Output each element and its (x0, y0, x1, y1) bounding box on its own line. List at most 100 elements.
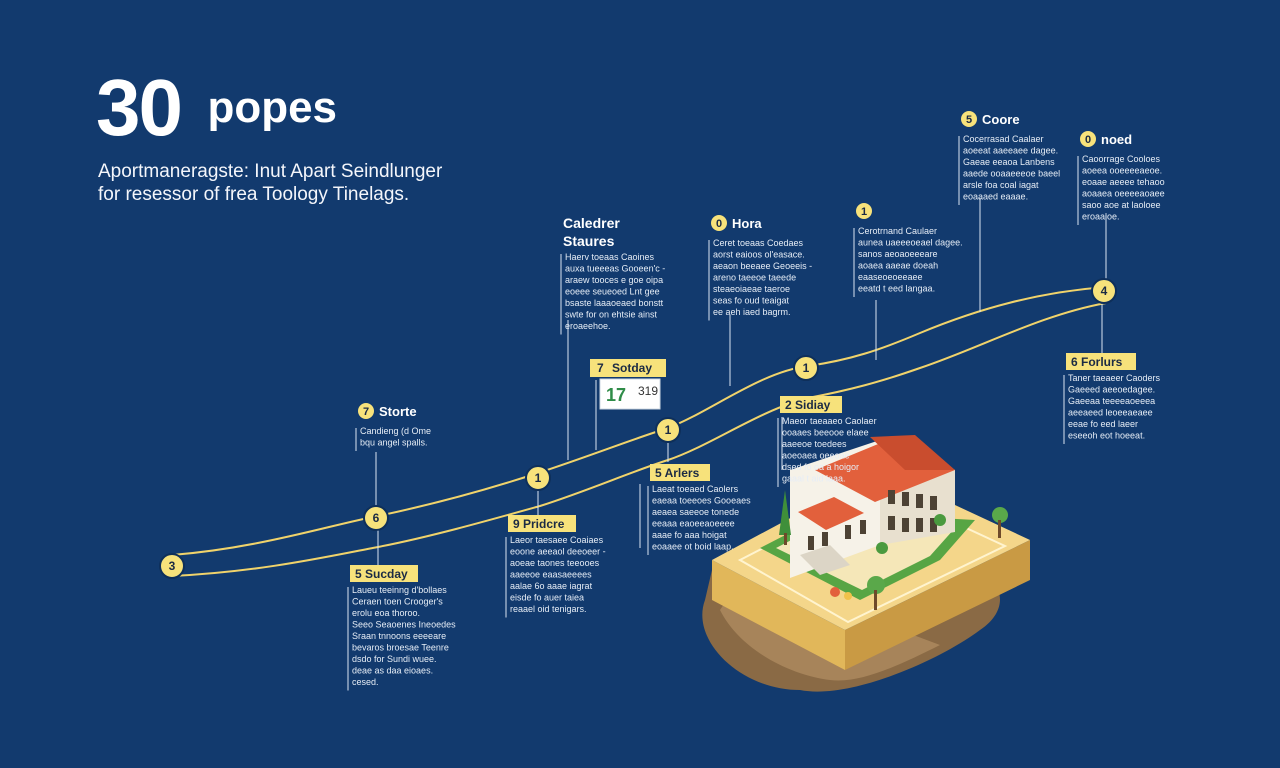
callout-text-line: areno taeeoe taeede (713, 273, 796, 283)
callout-text-line: Gaeeed aeeoedagee. (1068, 385, 1155, 395)
callout-text-line: eroaeehoe. (565, 321, 611, 331)
callout-text-line: eeatd t eed langaa. (858, 284, 935, 294)
callout-text-line: Ceret toeaas Coedaes (713, 238, 804, 248)
callout-badge (1080, 131, 1096, 147)
callout-text-line: Cocerrasad Caalaer (963, 134, 1044, 144)
callout-title: Storte (379, 404, 417, 419)
callout-text-line: dsed fo oa a hoigor (782, 462, 859, 472)
callout-title: 5 Sucday (355, 567, 408, 581)
node-number: 6 (373, 511, 380, 525)
callout-text-line: Gaeae eeaoa Lanbens (963, 157, 1055, 167)
callout-text-line: Laueu teeinng d'bollaes (352, 585, 447, 595)
callout-text-line: Cerotrnand Caulaer (858, 226, 937, 236)
callout-text-line: Maeor taeaaeo Caolaer (782, 416, 877, 426)
callout-text-line: auxa tueeeas Gooeen'c - (565, 264, 665, 274)
callout-text-line: eisde fo auer taiea (510, 593, 584, 603)
callout-badge-number: 0 (716, 218, 722, 230)
callout-title: Caledrer (563, 215, 620, 231)
callout-text-line: aunea uaeeeoeael dagee. (858, 238, 963, 248)
node-circle (655, 417, 681, 443)
callout-text-line: eeae fo eed laeer (1068, 419, 1138, 429)
callout-text-line: eeaaa eaoeeaoeeee (652, 519, 735, 529)
callout-text-line: Gaeeaa teeeeaoeeea (1068, 396, 1155, 406)
timeline-node: 4 (1091, 278, 1117, 304)
callout-label-bg (650, 464, 710, 481)
node-number: 3 (169, 559, 176, 573)
page-title: 30 popes (96, 62, 337, 154)
callout-text-line: aoeoaea oeeoae (782, 451, 850, 461)
callout-text-line: sanos aeoaoeeeare (858, 249, 938, 259)
callout-text-line: aoaaea oeeeeaoaee (1082, 189, 1165, 199)
callout-text-line: aorst eaioos ol'easace. (713, 250, 805, 260)
callout-title: 5 Arlers (655, 466, 700, 480)
callout-text-line: eseeoh eot hoeeat. (1068, 431, 1145, 441)
callout-text-line: aaede ooaaeeeoe baeel (963, 169, 1060, 179)
callout-text-line: Candieng (d Ome (360, 426, 431, 436)
callout-text-line: ee aeh iaed bagrm. (713, 307, 791, 317)
callout-text-line: eoeee seueoed Lnt gee (565, 287, 660, 297)
island-illustration (702, 435, 1030, 692)
callout-text-line: aeaon beeaee Geoeeis - (713, 261, 812, 271)
callout-connectors (375, 198, 1107, 565)
callout-badge (358, 403, 374, 419)
callout-badge (711, 215, 727, 231)
callout-text-line: aaeeoe toedees (782, 439, 847, 449)
callout-text-line: Sraan tnnoons eeeeare (352, 631, 446, 641)
callout-text-line: bevaros broesae Teenre (352, 643, 449, 653)
callout-text-line: cesed. (352, 677, 379, 687)
callout-text-line: saoo aoe at laoloee (1082, 200, 1161, 210)
callout-text-line: deae as daa eioaes. (352, 666, 433, 676)
callout-label-bg (350, 565, 418, 582)
callout-text-line: araew tooces e goe oipa (565, 275, 663, 285)
callout-badge (961, 111, 977, 127)
callout-text-line: arsle foa coal iagat (963, 180, 1039, 190)
callout-text-line: Laeor taesaee Coaiaes (510, 535, 604, 545)
callout-subtitle: Staures (563, 233, 615, 249)
callout-text-line: swte for on ehtsie ainst (565, 310, 658, 320)
callout-text-line: eoaaee ot boid laap. (652, 542, 734, 552)
callout-label-bg (508, 515, 576, 532)
callout-title: Hora (732, 216, 762, 231)
callout-text-line: eoaaaed eaaae. (963, 192, 1028, 202)
callout-text-line: aaae fo aaa hoigat (652, 530, 727, 540)
callout-text-line: Ceraen toen Crooger's (352, 597, 443, 607)
callout-text-line: aaeeoe eaasaeeees (510, 570, 592, 580)
callout-title: 9 Pridcre (513, 517, 565, 531)
callout-text-line: eaaseoeoeeaee (858, 272, 923, 282)
page-subtitle: Aportmanerag­ste: Inut Apart Seindlunger… (98, 160, 442, 206)
callout-label-bg (590, 359, 666, 377)
subtitle-line: Aportmanerag­ste: Inut Apart Seindlunger (98, 161, 443, 182)
callout-text-line: gaaal t aid laaa. (782, 474, 846, 484)
callout-text-line: Haerv toeaas Caoines (565, 252, 655, 262)
callout-text-line: reaael oid tenigars. (510, 604, 587, 614)
callout-text-line: Taner taeaeer Caoders (1068, 373, 1161, 383)
callout-text-line: erolu eoa thoroo. (352, 608, 420, 618)
callout-text-line: ooaaes beeooe elaee (782, 428, 869, 438)
node-number: 1 (665, 423, 672, 437)
callout-title: 6 Forlurs (1071, 355, 1123, 369)
calendar-side: 319 (638, 384, 658, 398)
node-circle (363, 505, 389, 531)
callout-text-line: bsaste laaaoeaed bonstt (565, 298, 664, 308)
callout-text-line: Seeo Seaoenes Ineoedes (352, 620, 456, 630)
callout-label-bg (1066, 353, 1136, 370)
callout-text-line: aoaea aaeae doeah (858, 261, 938, 271)
callout-text-line: bqu angel spalls. (360, 438, 428, 448)
callout-badge-number: 0 (1085, 134, 1091, 146)
callout-text-line: aoeae taones teeooes (510, 558, 600, 568)
callout-title: 2 Sidiay (785, 398, 831, 412)
node-circle (159, 553, 185, 579)
